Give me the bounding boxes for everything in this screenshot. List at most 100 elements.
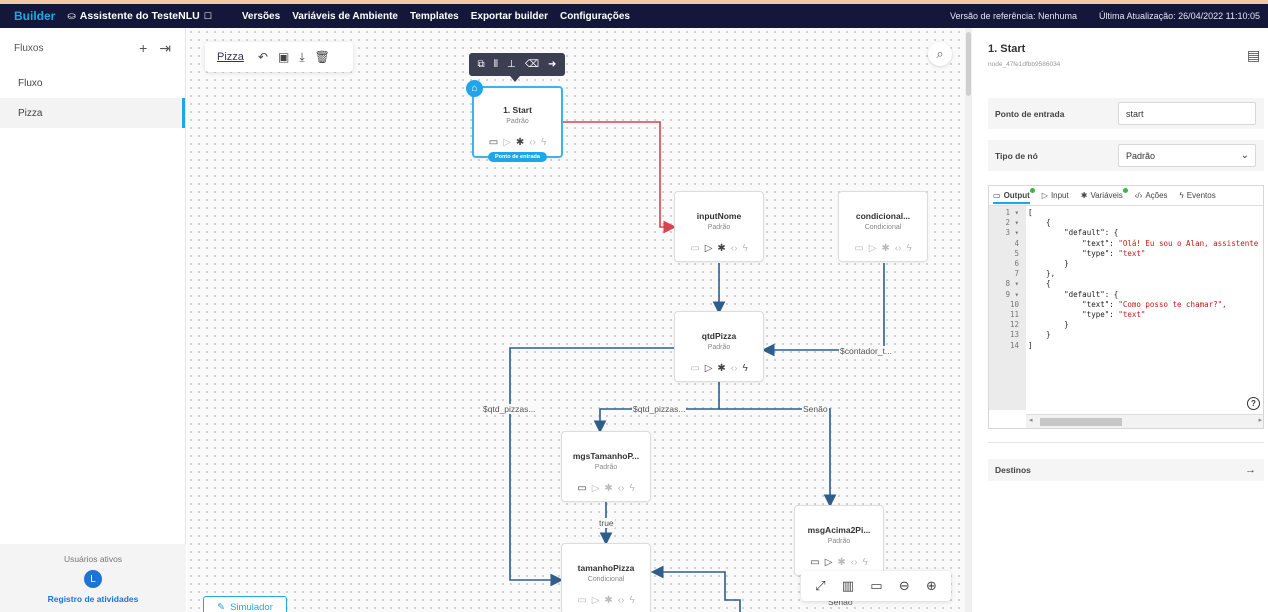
project-title: Assistente do TesteNLU — [79, 10, 200, 22]
node-type: Padrão — [707, 224, 731, 231]
input-icon: ▷ — [591, 483, 600, 494]
map-icon[interactable]: ▥ — [841, 578, 855, 593]
scroll-left-icon[interactable]: ◂ — [1029, 417, 1033, 424]
menu-versions[interactable]: Versões — [241, 10, 281, 22]
avatar[interactable]: L — [84, 570, 102, 588]
entry-point-input[interactable]: start — [1118, 102, 1256, 125]
entry-point-badge: Ponto de entrada — [488, 152, 547, 162]
undo-icon[interactable]: ↶ — [257, 50, 268, 64]
edge-start-to-inputnome — [563, 121, 677, 234]
zoom-out-icon[interactable]: ⊖ — [898, 578, 910, 593]
project-name[interactable]: ⛀ Assistente do TesteNLU ☐ — [67, 10, 211, 22]
node-type: Condicional — [587, 576, 625, 583]
active-users-section: Usuários ativos L Registro de atividades — [0, 544, 186, 612]
node-toolbar: ⧉ ⫴ ⊥ ⌫ ➜ — [469, 53, 565, 82]
edge-label-true: true — [598, 518, 615, 528]
node-type-select[interactable]: Padrão ⌄ — [1118, 144, 1256, 167]
tab-label: Ações — [1145, 191, 1168, 200]
notes-icon[interactable]: ▤ — [1247, 47, 1261, 63]
arrow-circle-icon[interactable]: ➜ — [548, 59, 557, 70]
line-number: 9 ▾ — [1005, 289, 1019, 299]
node-condicional[interactable]: condicional... Condicional ▭▷✱‹›ϟ — [838, 191, 928, 262]
menu-settings[interactable]: Configurações — [559, 10, 630, 22]
scrollbar-thumb[interactable] — [1040, 418, 1122, 426]
sidebar-item-fluxo[interactable]: Fluxo — [0, 68, 185, 98]
editor-horizontal-scrollbar[interactable]: ◂ ▸ — [1026, 414, 1263, 428]
delete-icon[interactable]: 🗑 — [314, 50, 330, 64]
node-icons: ▭▷✱‹›ϟ — [474, 137, 561, 148]
help-icon[interactable]: ? — [1247, 397, 1260, 410]
destinations-row[interactable]: Destinos → — [988, 459, 1264, 481]
brand-logo[interactable]: Builder — [14, 9, 56, 23]
sidebar-item-pizza[interactable]: Pizza — [0, 98, 185, 128]
line-number: 14 — [1009, 340, 1019, 350]
message-icon: ▭ — [810, 557, 820, 568]
activity-log-link[interactable]: Registro de atividades — [47, 594, 139, 604]
node-start[interactable]: ⌂ 1. Start Padrão ▭▷✱‹›ϟ Ponto de entrad… — [466, 80, 563, 162]
node-title: tamanhoPizza — [577, 563, 635, 573]
node-title: msgAcima2Pi... — [807, 525, 871, 535]
split-icon[interactable]: ⫴ — [493, 59, 498, 70]
save-icon[interactable]: ▣ — [277, 50, 290, 64]
bolt-icon: ϟ — [742, 363, 748, 374]
code-icon: ‹› — [850, 557, 858, 568]
canvas-scrollbar[interactable] — [965, 28, 972, 612]
edges-layer — [509, 121, 885, 612]
line-number: 10 — [1009, 299, 1019, 309]
line-number: 2 ▾ — [1005, 218, 1019, 228]
copy-icon[interactable]: ⧉ — [477, 59, 485, 70]
line-number: 13 — [1009, 330, 1019, 340]
flow-name-link[interactable]: Pizza — [217, 51, 244, 63]
bolt-icon: ϟ — [1179, 191, 1184, 200]
add-flow-icon[interactable]: + — [139, 39, 148, 56]
hierarchy-icon[interactable]: ⊥ — [507, 59, 516, 70]
divider — [988, 442, 1264, 443]
code-icon: ‹› — [730, 243, 738, 254]
tab-actions[interactable]: ‹/›Ações — [1135, 191, 1168, 200]
code-line: } — [1028, 320, 1069, 330]
zoom-in-icon[interactable]: ⊕ — [925, 578, 937, 593]
node-type-value: Padrão — [1126, 150, 1156, 161]
flow-canvas[interactable]: $contador_t... $qtd_pizzas... $qtd_pizza… — [187, 28, 965, 612]
line-number: 8 ▾ — [1005, 279, 1019, 289]
node-tamanhopizza[interactable]: tamanhoPizza Condicional ▭▷✱‹›ϟ — [561, 543, 651, 612]
code-line: "text": "Olá! Eu sou o Alan, assistente — [1028, 238, 1259, 248]
code-content[interactable]: [ { "default": { "text": "Olá! Eu sou o … — [1026, 206, 1263, 410]
edge-label-senao-bottom: Senão — [827, 597, 854, 607]
tab-input[interactable]: ▷Input — [1042, 191, 1069, 200]
input-icon: ▷ — [824, 557, 833, 568]
edit-icon[interactable]: ☐ — [203, 10, 212, 21]
scroll-right-icon[interactable]: ▸ — [1258, 417, 1262, 424]
node-qtdpizza[interactable]: qtdPizza Padrão ▭▷✱‹›ϟ — [674, 311, 764, 382]
reference-version: Versão de referência: Nenhuma — [949, 11, 1078, 21]
tab-variables[interactable]: ✱Variáveis — [1081, 188, 1128, 200]
panel-title: 1. Start — [988, 43, 1026, 55]
tab-label: Variáveis — [1090, 191, 1123, 200]
star-icon: ✱ — [604, 595, 613, 606]
line-number: 12 — [1009, 320, 1019, 330]
import-flow-icon[interactable]: ⇥ — [159, 39, 171, 56]
menu-env-variables[interactable]: Variáveis de Ambiente — [292, 10, 398, 22]
simulator-button[interactable]: ✎ Simulador — [203, 596, 287, 612]
trash-icon[interactable]: ⌫ — [524, 59, 539, 70]
input-icon: ▷ — [503, 137, 511, 148]
fullscreen-icon[interactable]: ⤢ — [815, 578, 826, 593]
code-line: "default": { — [1028, 228, 1119, 238]
scrollbar-thumb[interactable] — [966, 32, 971, 96]
arrow-right-icon: → — [1245, 464, 1256, 476]
menu-export-builder[interactable]: Exportar builder — [470, 10, 548, 22]
code-icon: ‹› — [894, 243, 902, 254]
node-inputnome[interactable]: inputNome Padrão ▭▷✱‹›ϟ — [674, 191, 764, 262]
node-msgacima[interactable]: msgAcima2Pi... Padrão ▭▷✱‹›ϟ — [794, 505, 884, 576]
menu-templates[interactable]: Templates — [409, 10, 459, 22]
monitor-icon[interactable]: ▭ — [870, 578, 883, 593]
node-mgstamanho[interactable]: mgsTamanhoP... Padrão ▭▷✱‹›ϟ — [561, 431, 651, 502]
tab-output[interactable]: ▭Output — [993, 188, 1035, 204]
tab-label: Output — [1003, 191, 1030, 200]
pin-icon: ✎ — [217, 601, 226, 612]
search-icon[interactable]: ⌕ — [928, 42, 952, 66]
download-icon[interactable]: ⤓ — [299, 49, 305, 64]
code-line: "type": "text" — [1028, 310, 1146, 320]
